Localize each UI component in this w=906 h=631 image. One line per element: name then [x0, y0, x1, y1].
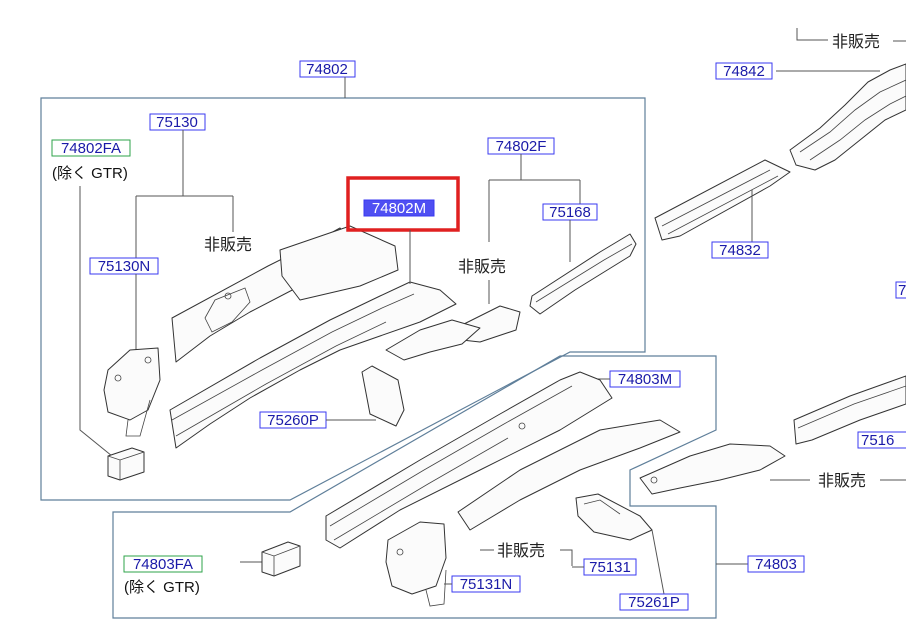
part-75130N-hole2	[144, 356, 152, 364]
part-74803-bracket-hole	[650, 476, 658, 484]
callout-highlight-box	[346, 176, 460, 232]
note-not-for-sale-right: 非販売	[818, 471, 866, 490]
part-75130N-bracket	[103, 347, 161, 421]
note-not-for-sale-bottom: 非販売	[497, 541, 545, 560]
part-75168-edge	[535, 243, 633, 303]
part-75169-edge	[797, 385, 906, 429]
part-75169-rail	[793, 375, 906, 445]
group-label-74802[interactable]: 74802	[299, 60, 356, 78]
top-assembly-frame	[40, 97, 646, 501]
svg-text:74803M: 74803M	[618, 371, 672, 388]
part-74802M-edge2	[175, 321, 387, 437]
part-label-74802M[interactable]: 74802M	[363, 199, 435, 217]
part-75131N-hole	[396, 548, 404, 556]
note-excl-gtr-top: (除く GTR)	[52, 165, 128, 182]
svg-text:7: 7	[898, 282, 906, 299]
part-74802M-upper-panel	[279, 225, 399, 301]
svg-text:75130: 75130	[156, 114, 198, 131]
svg-text:7516: 7516	[861, 432, 894, 449]
part-75130-cutout	[204, 287, 251, 333]
part-74802-front-piece	[385, 319, 481, 361]
note-not-for-sale-topright: 非販売	[832, 32, 880, 51]
part-74802M-member	[169, 281, 457, 449]
part-74832-rail	[654, 159, 791, 241]
part-74803M-edge	[329, 385, 573, 527]
part-label-74842[interactable]: 74842	[715, 62, 773, 80]
group-label-74803[interactable]: 74803	[747, 555, 805, 573]
bottom-assembly-frame	[112, 355, 717, 619]
part-75131N-tab	[425, 569, 447, 607]
svg-text:74803: 74803	[755, 556, 797, 573]
part-label-75261P[interactable]: 75261P	[619, 593, 689, 611]
svg-text:75131N: 75131N	[460, 576, 513, 593]
svg-text:75168: 75168	[549, 204, 591, 221]
part-74802FA-block	[107, 447, 145, 481]
part-74803M-panel	[457, 419, 681, 531]
part-label-74803M[interactable]: 74803M	[609, 370, 681, 388]
svg-text:74802M: 74802M	[372, 200, 426, 217]
svg-text:74803FA: 74803FA	[133, 556, 193, 573]
part-74832-edge2	[667, 175, 779, 235]
leader-74802F	[488, 154, 581, 242]
part-label-74832[interactable]: 74832	[711, 241, 769, 259]
part-label-75168[interactable]: 75168	[542, 203, 598, 221]
part-75130N-tab	[125, 399, 151, 437]
part-74803M-hole	[518, 422, 526, 430]
svg-text:74842: 74842	[723, 63, 765, 80]
leader-75130	[135, 130, 234, 258]
svg-text:75131: 75131	[589, 559, 631, 576]
svg-text:74832: 74832	[719, 242, 761, 259]
part-75260P-gusset	[361, 365, 405, 427]
part-label-75169-partial[interactable]: 7516	[857, 431, 906, 449]
part-75261P-gusset	[575, 493, 653, 541]
part-label-74802FA[interactable]: 74802FA	[51, 139, 131, 157]
svg-text:75260P: 75260P	[267, 412, 319, 429]
part-74842-edge2	[809, 95, 906, 161]
svg-text:75130N: 75130N	[98, 258, 151, 275]
part-74803FA-block	[261, 541, 301, 577]
part-label-74802F[interactable]: 74802F	[487, 137, 555, 155]
part-label-75130N[interactable]: 75130N	[89, 257, 159, 275]
svg-text:74802FA: 74802FA	[61, 140, 121, 157]
note-not-for-sale-mid: 非販売	[458, 257, 506, 276]
part-74842-edge	[799, 79, 906, 153]
part-74803M-edge2	[333, 437, 509, 541]
part-75130-hole2	[224, 292, 232, 300]
svg-text:75261P: 75261P	[628, 594, 680, 611]
part-label-partial-right[interactable]: 7	[895, 281, 906, 299]
svg-text:74802: 74802	[306, 61, 348, 78]
leader-75261P	[651, 529, 665, 595]
leader-not-for-sale-bottom	[480, 549, 573, 566]
part-75130N-hole	[114, 374, 122, 382]
leader-74802FA	[79, 186, 113, 457]
part-75131N-bracket	[385, 521, 447, 595]
part-74803-bracket	[639, 443, 786, 495]
part-label-75131N[interactable]: 75131N	[451, 575, 521, 593]
part-label-75130[interactable]: 75130	[149, 113, 206, 131]
part-74802M-edge	[171, 293, 415, 421]
part-74803FA-edge	[261, 545, 301, 576]
part-74802FA-edge	[107, 451, 145, 480]
part-label-75131[interactable]: 75131	[583, 558, 637, 576]
part-label-75260P[interactable]: 75260P	[259, 411, 327, 429]
svg-text:74802F: 74802F	[496, 138, 547, 155]
leader-not-for-sale-topright	[796, 28, 828, 41]
part-75261P-edge	[583, 499, 621, 515]
part-label-74803FA[interactable]: 74803FA	[123, 555, 203, 573]
part-74832-edge	[661, 169, 771, 227]
note-excl-gtr-bottom: (除く GTR)	[124, 579, 200, 596]
part-75168-rail	[529, 233, 637, 315]
note-not-for-sale-left: 非販売	[204, 235, 252, 254]
part-74842-rail	[789, 63, 906, 171]
